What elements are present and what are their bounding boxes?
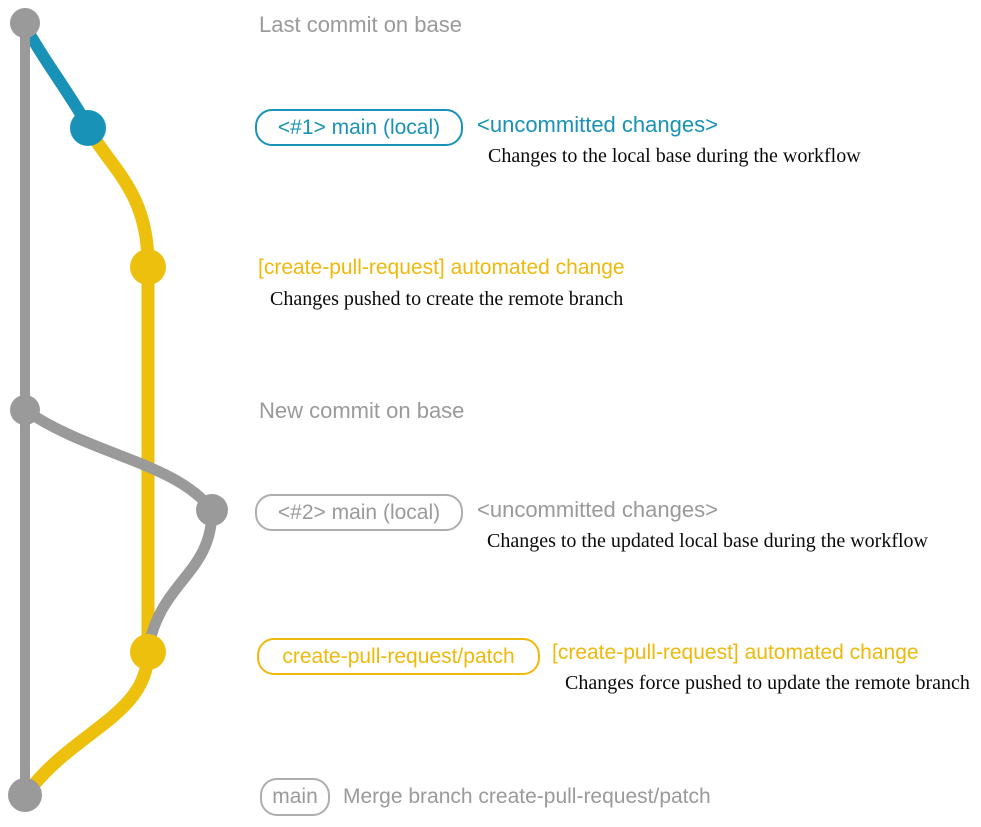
commit-dot-patch-1: [130, 249, 166, 285]
branch-badge-main: main: [260, 778, 330, 816]
note-force-pushed-update-remote: Changes force pushed to update the remot…: [565, 672, 970, 694]
note-local-base-changes: Changes to the local base during the wor…: [488, 145, 861, 167]
label-last-commit-on-base: Last commit on base: [259, 12, 462, 37]
branch-badge-main-local-2: <#2> main (local): [255, 494, 463, 531]
branch-badge-label: <#1> main (local): [277, 115, 441, 139]
commit-dot-merge: [8, 778, 42, 812]
commit-dot-patch-2: [130, 634, 166, 670]
commit-dot-local-main-1: [70, 110, 106, 146]
commit-dot-base-last: [10, 8, 40, 38]
yellow-branch-out-curve: [81, 121, 155, 272]
gray-rebase-out-curve: [19, 404, 218, 516]
commit-dot-base-new: [10, 395, 40, 425]
label-merge-branch: Merge branch create-pull-request/patch: [343, 785, 711, 808]
teal-branch-curve: [19, 20, 94, 132]
branch-badge-label: main: [272, 785, 318, 808]
yellow-merge-curve: [21, 645, 155, 799]
commit-dot-local-main-2: [196, 494, 228, 526]
gray-rebase-in-curve: [142, 504, 218, 656]
note-updated-local-base-changes: Changes to the updated local base during…: [487, 530, 928, 552]
label-uncommitted-changes-1: <uncommitted changes>: [477, 112, 718, 137]
note-pushed-create-remote: Changes pushed to create the remote bran…: [270, 288, 624, 310]
branch-badge-label: <#2> main (local): [277, 500, 441, 524]
branch-badge-main-local-1: <#1> main (local): [255, 109, 463, 146]
label-automated-change-2: [create-pull-request] automated change: [552, 641, 919, 664]
label-automated-change-1: [create-pull-request] automated change: [258, 256, 625, 279]
label-uncommitted-changes-2: <uncommitted changes>: [477, 497, 718, 522]
label-new-commit-on-base: New commit on base: [259, 398, 465, 423]
branch-badge-patch: create-pull-request/patch: [257, 638, 540, 675]
branch-badge-label: create-pull-request/patch: [282, 644, 515, 668]
